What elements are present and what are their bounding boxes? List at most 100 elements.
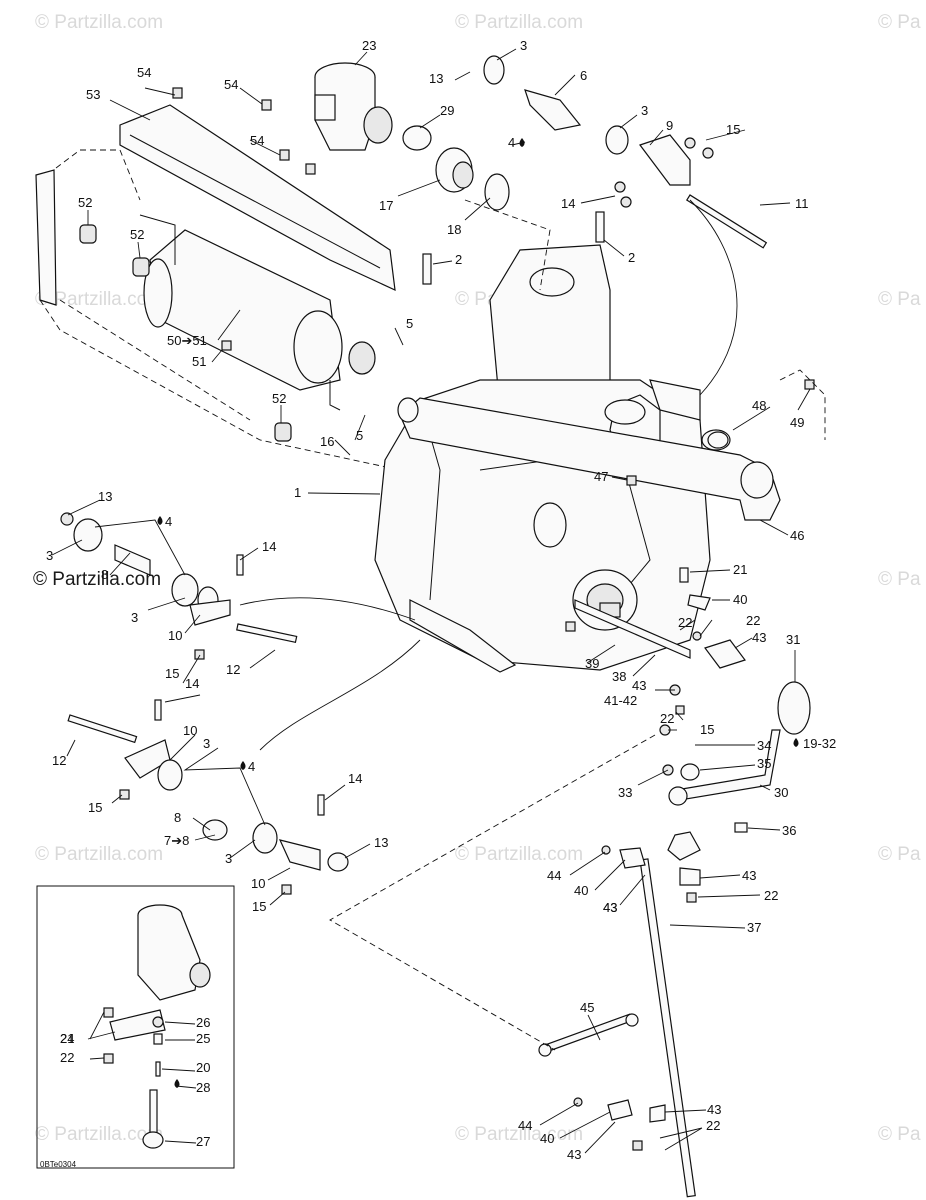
callout-label: 2 [455,252,462,267]
callout-label: 6 [580,68,587,83]
callout-label: 54 [250,133,264,148]
oil-drop-icon [174,1079,180,1088]
watermark: © Partzilla.com [35,1124,163,1145]
callout-label: 10 [168,628,182,643]
callout-label: 22 [660,711,674,726]
callout-label: 52 [130,227,144,242]
callout-label: 5 [356,428,363,443]
callout-label: 5 [406,316,413,331]
shift-rod [639,858,696,1198]
callout-label: 3 [520,38,527,53]
callout-label: 54 [224,77,238,92]
bracket-group-top [483,55,768,249]
callout-label: 3 [641,103,648,118]
callout-label: 43 [707,1102,721,1117]
oil-drop-icon [240,761,246,770]
watermark: © Pa [878,1124,921,1145]
callout-label: 4 [165,514,172,529]
heat-shield [119,104,396,291]
callout-label: 45 [580,1000,594,1015]
callout-label: 24 [60,1031,74,1046]
callout-label: 13 [429,71,443,86]
watermark: © Partzilla.com [35,844,163,865]
gasket [707,431,729,449]
callout-label: 44 [547,868,561,883]
callout-label: 15 [700,722,714,737]
inset-detail [36,885,235,1169]
callout-label: 28 [196,1080,210,1095]
callout-label: 47 [594,469,608,484]
callout-label: 40 [574,883,588,898]
rubber-bushing [483,55,505,85]
callout-label: 3 [225,851,232,866]
callout-label: 21 [733,562,747,577]
callout-label: 43 [752,630,766,645]
callout-label: 7➔8 [164,833,189,848]
callout-label: 10 [251,876,265,891]
callout-label: 46 [790,528,804,543]
watermark: © Pa [878,569,921,590]
callout-label: 3 [203,736,210,751]
callout-label: 31 [786,632,800,647]
callout-label: 54 [137,65,151,80]
callout-label: 15 [165,666,179,681]
callout-label: 9 [666,118,673,133]
callout-label: 20 [196,1060,210,1075]
callout-label: 52 [78,195,92,210]
link-rod [544,1013,633,1053]
callout-label: 25 [196,1031,210,1046]
watermark: © Partzilla.com [455,12,583,33]
callout-label: 17 [379,198,393,213]
callout-label: 14 [348,771,362,786]
callout-label: 44 [518,1118,532,1133]
callout-label: 38 [612,669,626,684]
watermark: © Pa [878,844,921,865]
callout-label: 21 [60,1031,74,1046]
long-bolt [685,194,768,249]
drawing-reference: 0BTe0304 [40,1160,77,1169]
callout-label: 22 [60,1050,74,1065]
inset-frame [36,885,235,1169]
watermark: © Partzilla.com [33,569,161,590]
callout-label: 39 [585,656,599,671]
callout-label: 8 [101,567,108,582]
oil-drop-icon [793,738,799,747]
dashed-guides [239,199,826,1051]
callout-label: 15 [252,899,266,914]
callout-label: 29 [440,103,454,118]
callout-label: 15 [88,800,102,815]
frame-bracket [35,169,57,306]
callout-label: 3 [131,610,138,625]
callout-label: 43 [603,900,617,915]
callout-label: 40 [733,592,747,607]
callout-label: 14 [185,676,199,691]
callout-label: 22 [764,888,778,903]
callout-label: 22 [746,613,760,628]
callout-label: 43 [632,678,646,693]
callout-label: 30 [774,785,788,800]
callout-label: 48 [752,398,766,413]
callout-label: 4 [508,135,515,150]
callout-label: 16 [320,434,334,449]
rubber-mounts [79,87,316,442]
engine-bracket [639,134,691,186]
callout-label: 15 [726,122,740,137]
callout-label: 14 [561,196,575,211]
watermark: © Partzilla.com [455,844,583,865]
callout-label: 11 [795,196,809,211]
oil-drop-icon [519,138,525,147]
callout-label: 14 [262,539,276,554]
callout-label: 53 [86,87,100,102]
callout-label: 34 [757,738,771,753]
muffler [139,214,376,411]
callout-label: 33 [618,785,632,800]
callout-label: 12 [226,662,240,677]
carburetor [314,62,393,151]
callout-label: 35 [757,756,771,771]
callout-label: 52 [272,391,286,406]
watermark: © Pa [878,12,921,33]
callout-label: 43 [742,868,756,883]
callout-label: 51 [192,354,206,369]
callout-label: 49 [790,415,804,430]
